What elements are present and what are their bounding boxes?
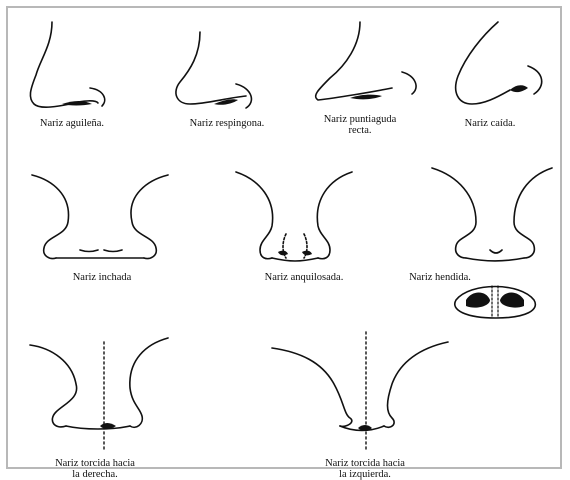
nose-anquilosada-drawing <box>236 172 352 261</box>
caption-respingona: Nariz respingona. <box>172 118 282 129</box>
caption-torcida-izquierda-line1: Nariz torcida hacia <box>310 458 420 469</box>
nose-respingona-drawing <box>176 32 252 108</box>
nose-hendida-underside-drawing <box>455 286 536 318</box>
caption-hendida: Nariz hendida. <box>392 272 488 283</box>
caption-puntiaguda-line1: Nariz puntiaguda <box>310 114 410 125</box>
caption-anquilosada: Nariz anquilosada. <box>244 272 364 283</box>
caption-caida: Nariz caída. <box>450 118 530 129</box>
caption-torcida-izquierda-line2: la izquierda. <box>310 469 420 480</box>
caption-torcida-derecha-line2: la derecha. <box>40 469 150 480</box>
caption-aguilena: Nariz aguileña. <box>22 118 122 129</box>
caption-puntiaguda-line2: recta. <box>310 125 410 136</box>
nose-puntiaguda-drawing <box>316 22 416 100</box>
nose-torcida-izquierda-drawing <box>272 332 448 452</box>
nose-aguilena-drawing <box>30 22 104 107</box>
nose-inchada-drawing <box>32 175 168 259</box>
nose-caida-drawing <box>456 22 542 104</box>
caption-puntiaguda: Nariz puntiaguda recta. <box>310 114 410 136</box>
caption-inchada: Nariz inchada <box>52 272 152 283</box>
caption-torcida-derecha-line1: Nariz torcida hacia <box>40 458 150 469</box>
nose-torcida-derecha-drawing <box>30 34 168 452</box>
nose-hendida-drawing <box>432 168 552 261</box>
